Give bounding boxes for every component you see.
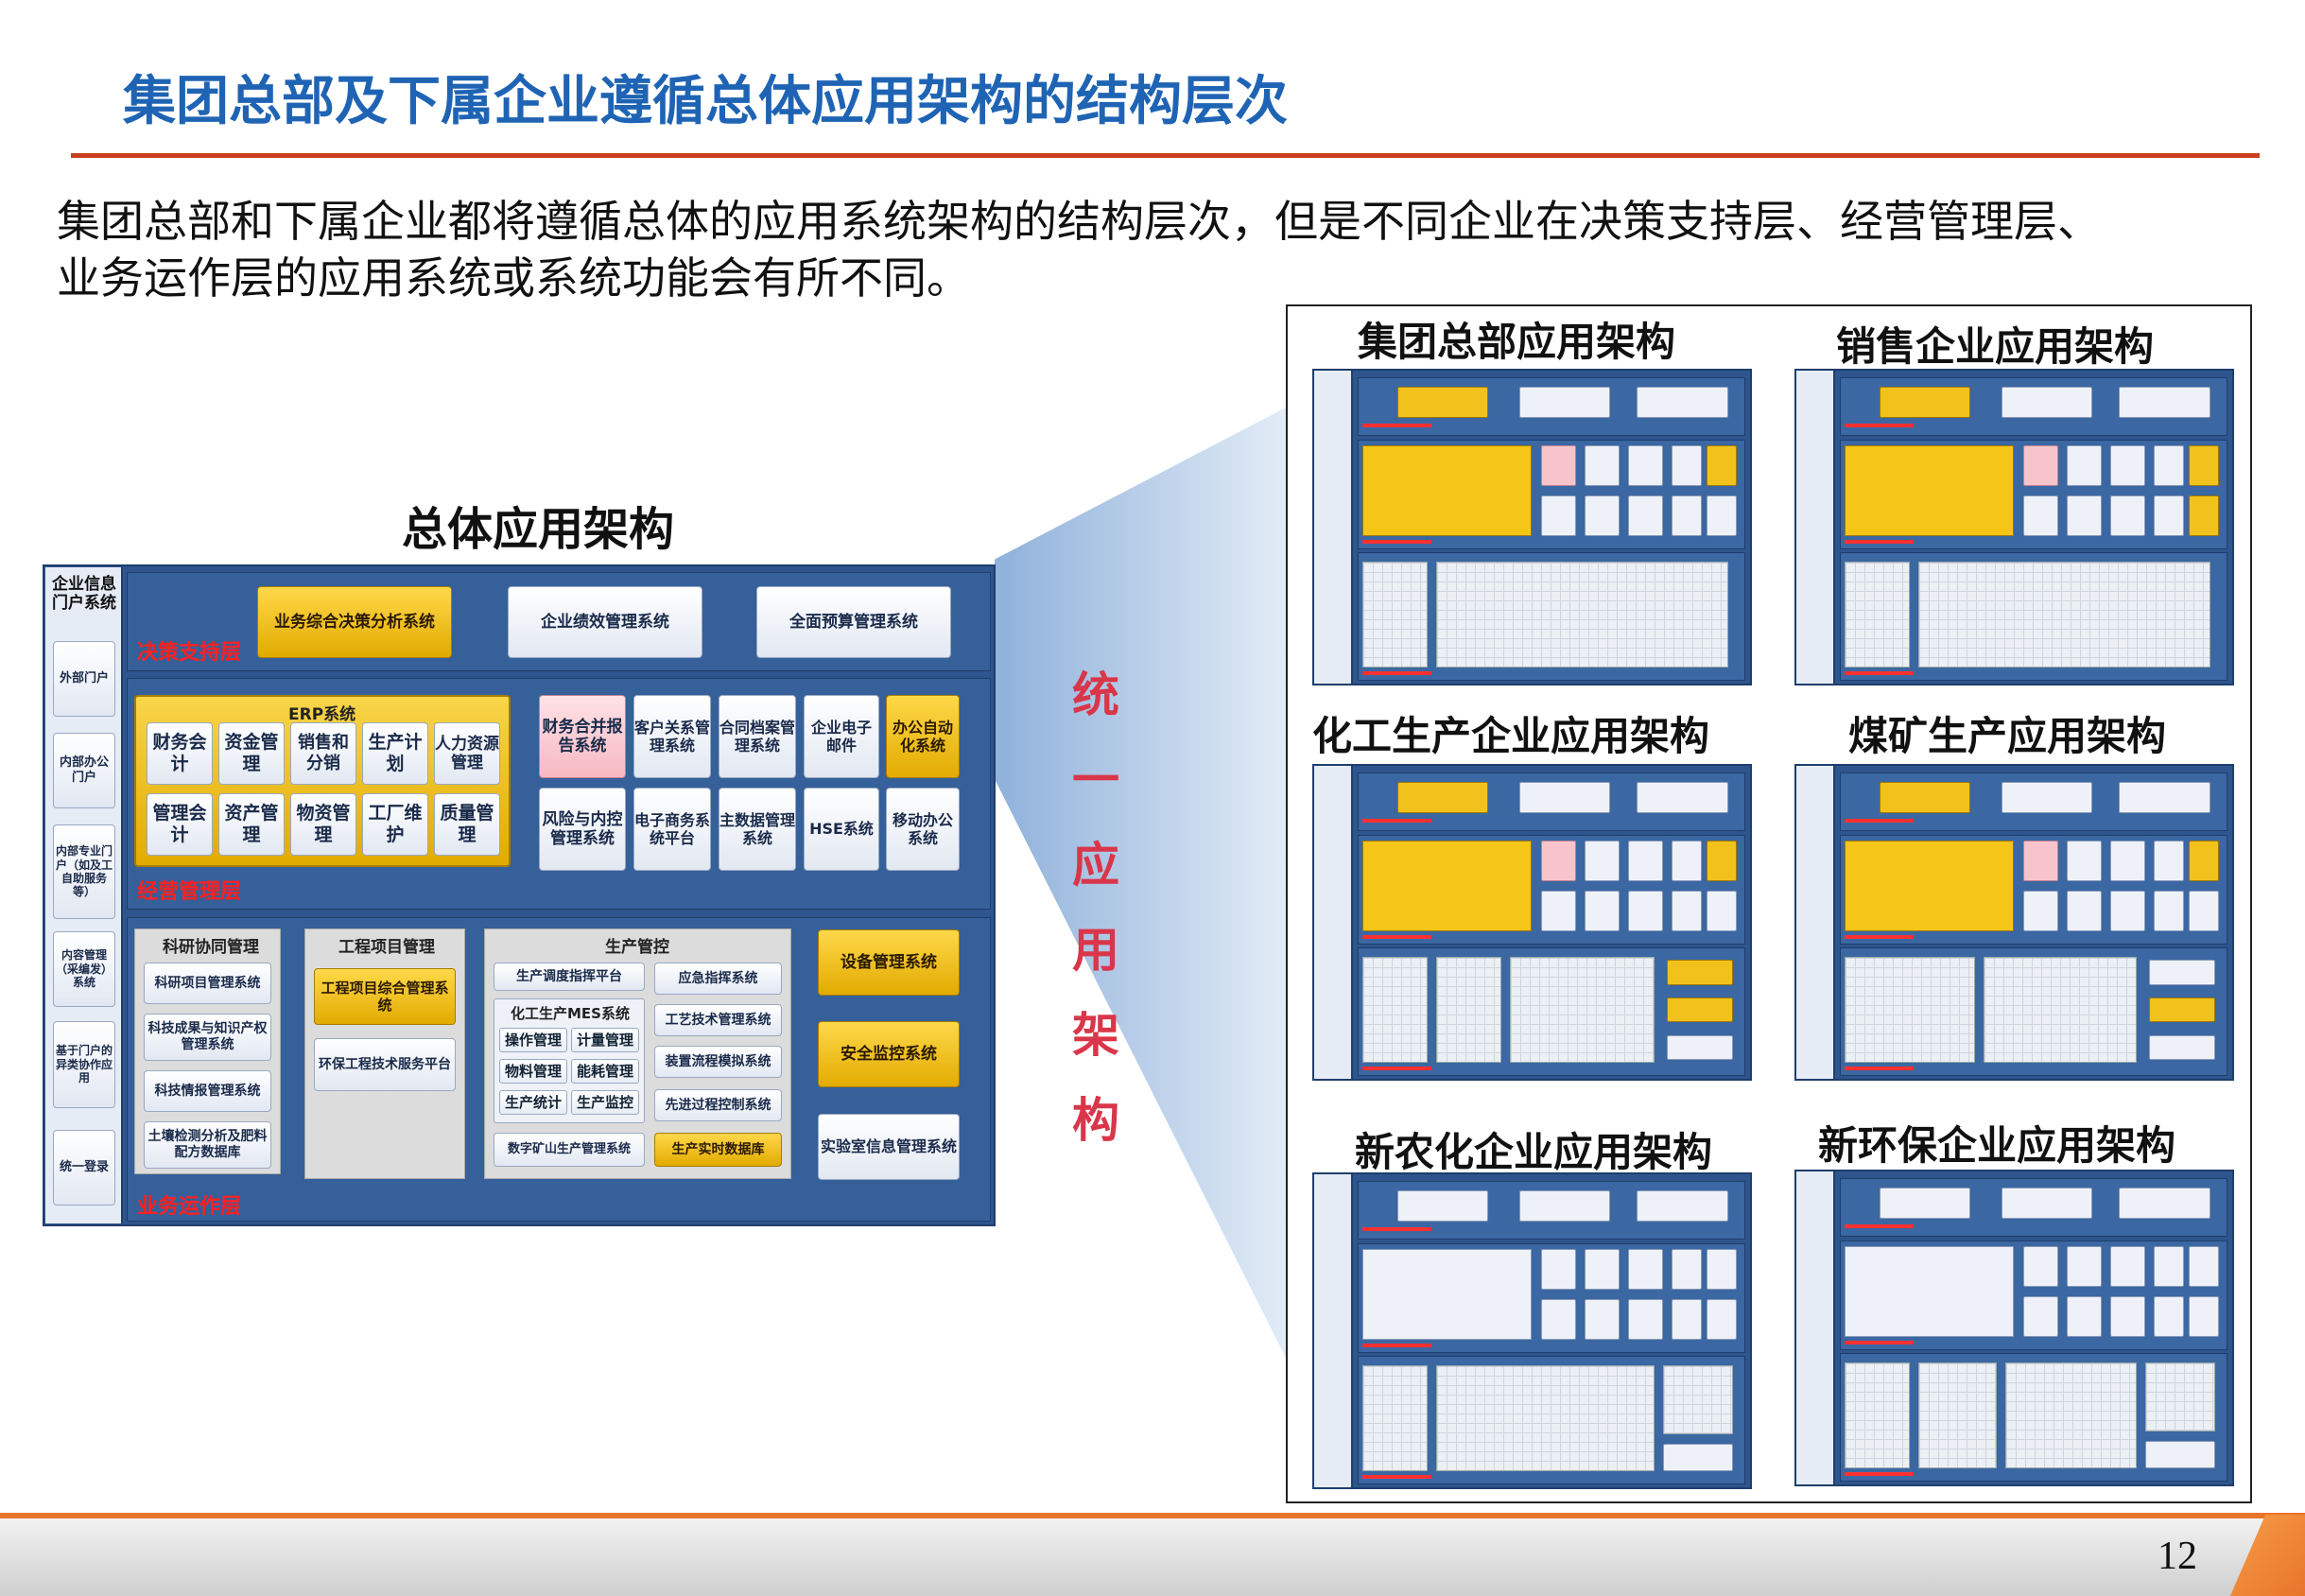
page-title: 集团总部及下属企业遵循总体应用架构的结构层次 <box>123 71 1288 132</box>
digital-mine-system: 数字矿山生产管理系统 <box>494 1133 645 1167</box>
soil-fertilizer-db: 土壤检测分析及肥料配方数据库 <box>144 1121 271 1169</box>
process-tech-system: 工艺技术管理系统 <box>654 1004 782 1036</box>
crm-system: 客户关系管理系统 <box>633 695 711 778</box>
mes-operation: 操作管理 <box>499 1028 567 1052</box>
erp-treasury: 资金管理 <box>218 722 285 785</box>
eng-project-system: 工程项目综合管理系统 <box>314 968 456 1025</box>
master-data-system: 主数据管理系统 <box>719 788 796 871</box>
erp-quality-mgmt: 质量管理 <box>434 793 500 856</box>
erp-materials-mgmt: 物资管理 <box>290 793 356 856</box>
intro-line-1: 集团总部和下属企业都将遵循总体的应用系统架构的结构层次，但是不同企业在决策支持层… <box>57 196 2101 247</box>
thumb-chemical-diagram <box>1312 764 1752 1081</box>
bi-decision-system: 业务综合决策分析系统 <box>257 586 452 658</box>
contract-archive-system: 合同档案管理系统 <box>719 695 796 778</box>
erp-hr: 人力资源管理 <box>434 722 500 785</box>
thumb-title-envprot: 新环保企业应用架构 <box>1818 1122 2176 1169</box>
erp-production-planning: 生产计划 <box>362 722 428 785</box>
prod-dispatch-platform: 生产调度指挥平台 <box>494 963 645 991</box>
footer-orange-line <box>0 1513 2305 1518</box>
env-eng-platform: 环保工程技术服务平台 <box>314 1038 456 1091</box>
management-layer-label: 经营管理层 <box>137 880 242 904</box>
rd-intelligence-system: 科技情报管理系统 <box>144 1070 271 1112</box>
erp-management-accounting: 管理会计 <box>147 793 213 856</box>
realtime-db: 生产实时数据库 <box>654 1133 782 1167</box>
thumb-title-coal: 煤矿生产应用架构 <box>1848 713 2167 759</box>
rd-ip-system: 科技成果与知识产权管理系统 <box>144 1014 271 1061</box>
thumb-agrochem-diagram <box>1312 1172 1752 1489</box>
unified-architecture-label: 统一应用架构 <box>1072 668 1119 1148</box>
safety-monitoring-system: 安全监控系统 <box>818 1021 960 1087</box>
thumb-title-hq: 集团总部应用架构 <box>1358 319 1676 365</box>
mobile-office-system: 移动办公系统 <box>886 788 960 871</box>
decision-layer-label: 决策支持层 <box>137 641 242 665</box>
prod-group-title: 生产管控 <box>605 938 669 957</box>
equipment-mgmt-system: 设备管理系统 <box>818 929 960 996</box>
portal-internal-professional: 内部专业门户（如及工自助服务等） <box>53 824 115 919</box>
eng-group-title: 工程项目管理 <box>338 938 435 957</box>
office-automation-system: 办公自动化系统 <box>886 695 960 778</box>
fin-consolidation-system: 财务合并报告系统 <box>539 695 626 778</box>
page-number: 12 <box>2158 1535 2197 1578</box>
footer-band <box>0 1518 2305 1596</box>
risk-control-system: 风险与内控管理系统 <box>539 788 626 871</box>
thumb-title-sales: 销售企业应用架构 <box>1836 323 2155 370</box>
portal-external: 外部门户 <box>53 641 115 717</box>
kpi-system: 企业绩效管理系统 <box>508 586 702 658</box>
mes-energy: 能耗管理 <box>571 1059 639 1084</box>
portal-content-mgmt: 内容管理（采编发）系统 <box>53 931 115 1007</box>
thumb-title-agrochem: 新农化企业应用架构 <box>1355 1129 1713 1175</box>
thumb-title-chemical: 化工生产企业应用架构 <box>1312 713 1710 759</box>
thumb-coal-diagram <box>1794 764 2234 1081</box>
rd-project-system: 科研项目管理系统 <box>144 963 271 1004</box>
mes-material: 物料管理 <box>499 1059 567 1084</box>
mes-metering: 计量管理 <box>571 1028 639 1052</box>
mes-statistics: 生产统计 <box>499 1090 567 1115</box>
hse-system: HSE系统 <box>804 788 879 871</box>
portal-title: 企业信息门户系统 <box>52 574 116 613</box>
ecommerce-platform: 电子商务系统平台 <box>633 788 711 871</box>
mes-title: 化工生产MES系统 <box>511 1005 630 1022</box>
erp-financial-accounting: 财务会计 <box>147 722 213 785</box>
main-architecture-title: 总体应用架构 <box>402 503 675 556</box>
erp-title: ERP系统 <box>288 705 356 724</box>
lims-system: 实验室信息管理系统 <box>818 1114 960 1180</box>
portal-internal-office: 内部办公门户 <box>53 733 115 808</box>
callout-wedge <box>995 407 1288 1362</box>
apc-system: 先进过程控制系统 <box>654 1089 782 1121</box>
erp-plant-maintenance: 工厂维护 <box>362 793 428 856</box>
operation-layer-label: 业务运作层 <box>137 1195 242 1219</box>
thumb-envprot-diagram <box>1794 1170 2234 1486</box>
process-simulation-system: 装置流程模拟系统 <box>654 1046 782 1078</box>
intro-line-2: 业务运作层的应用系统或系统功能会有所不同。 <box>57 252 970 304</box>
budget-system: 全面预算管理系统 <box>756 586 951 658</box>
rd-group-title: 科研协同管理 <box>163 938 259 957</box>
erp-sales-distribution: 销售和分销 <box>290 722 356 785</box>
erp-asset-mgmt: 资产管理 <box>218 793 285 856</box>
mes-monitoring: 生产监控 <box>571 1090 639 1115</box>
thumb-sales-diagram <box>1794 369 2234 685</box>
portal-sso: 统一登录 <box>53 1130 115 1206</box>
enterprise-email: 企业电子邮件 <box>804 695 879 778</box>
thumb-hq-diagram <box>1312 369 1752 685</box>
portal-collaboration: 基于门户的异类协作应用 <box>53 1021 115 1108</box>
title-underline <box>71 153 2260 158</box>
emergency-command-system: 应急指挥系统 <box>654 963 782 995</box>
